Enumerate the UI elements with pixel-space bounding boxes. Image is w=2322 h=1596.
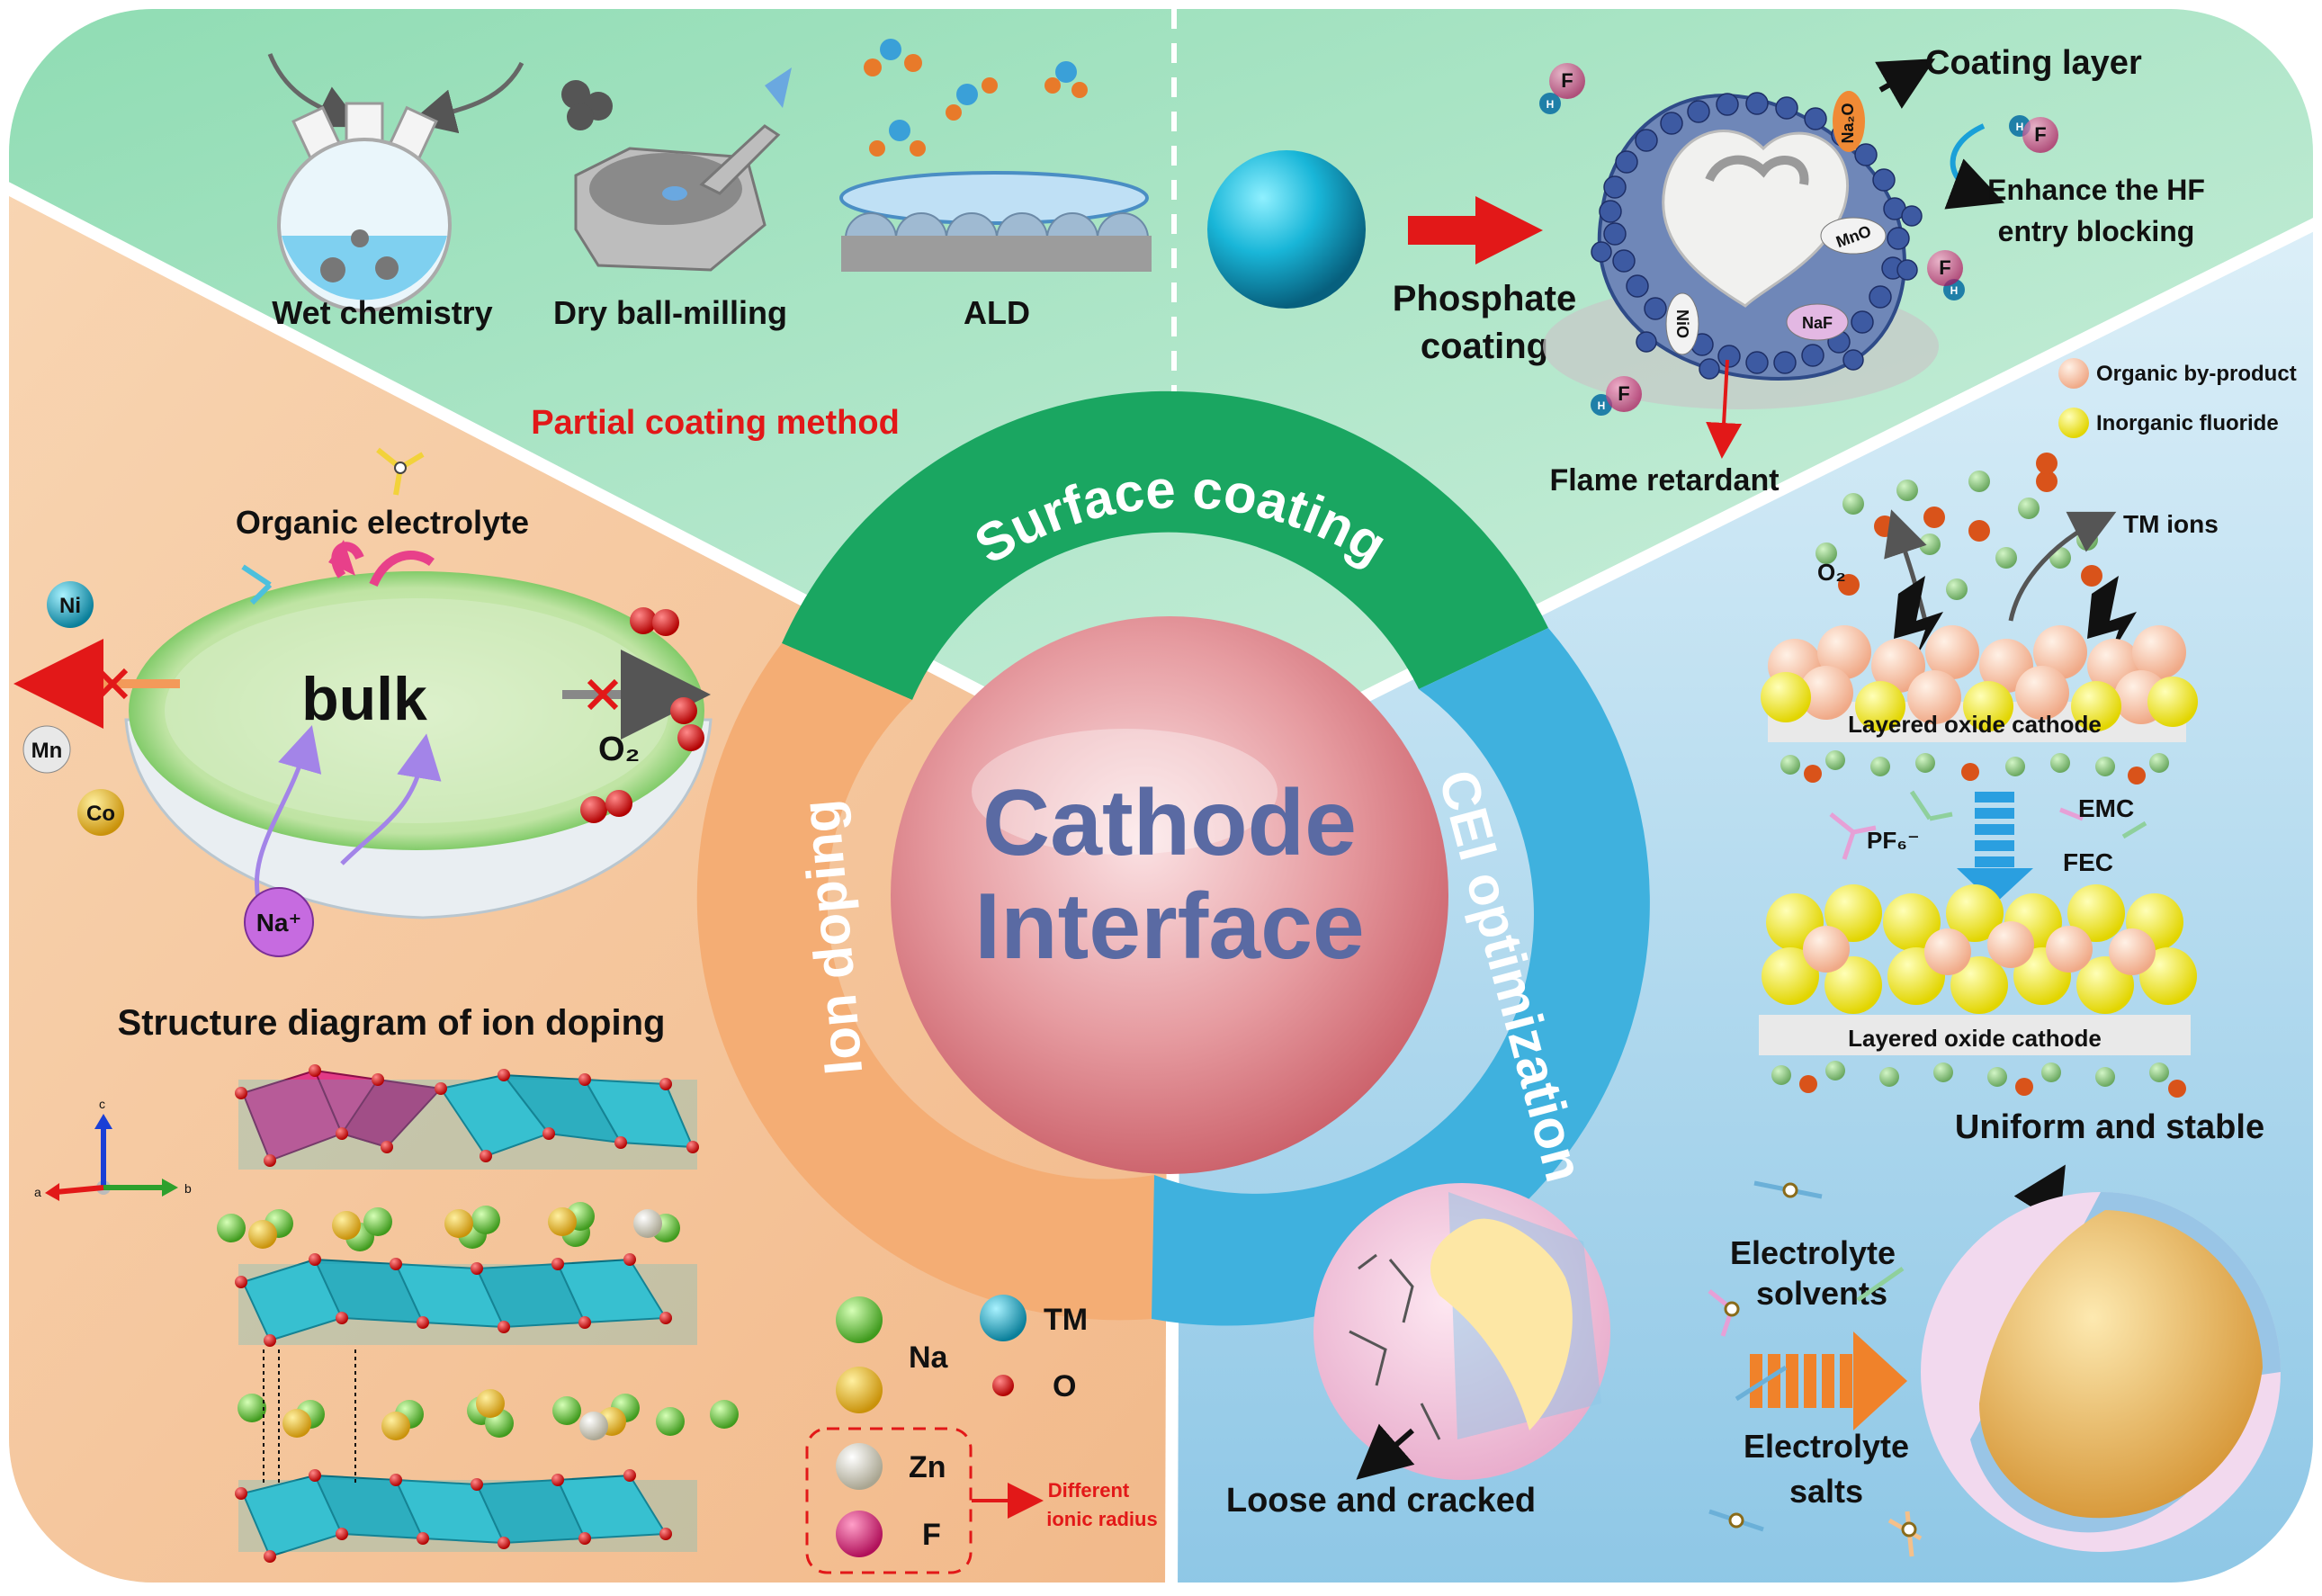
electrolyte-additives: [1829, 790, 2147, 860]
flame-retardant-arrow: [1706, 359, 1743, 459]
uniform-sphere: [1921, 1192, 2281, 1552]
method-dry-ball-milling: Dry ball-milling: [553, 294, 787, 331]
svg-text:c: c: [99, 1097, 105, 1111]
solvent-to-sphere-arrow: [1750, 1331, 1907, 1430]
phosphate-coating-line1: Phosphate: [1393, 279, 1576, 318]
blocked-left-arrow: [13, 639, 180, 729]
co-ion: Co: [77, 789, 124, 836]
flame-retardant-label: Flame retardant: [1549, 463, 1779, 498]
center-sphere: [891, 616, 1448, 1174]
pf6-label: PF₆⁻: [1867, 827, 1920, 854]
center-title-line2: Interface: [974, 874, 1365, 979]
svg-text:O: O: [1053, 1369, 1076, 1403]
svg-text:TM: TM: [1044, 1303, 1088, 1337]
hf-blocking-line2: entry blocking: [1998, 215, 2195, 247]
svg-text:F: F: [1561, 69, 1573, 92]
organic-electrolyte-label: Organic electrolyte: [236, 504, 529, 541]
svg-text:Mn: Mn: [31, 739, 63, 763]
layered-cathode-bottom: [1759, 884, 2197, 1098]
o2-label-cei: O₂: [1817, 559, 1846, 586]
mn-ion: Mn: [22, 725, 71, 774]
coating-layer-arrow: [1875, 58, 1936, 109]
loose-cracked-label: Loose and cracked: [1226, 1482, 1536, 1520]
blocked-right-arrow: [562, 650, 711, 740]
phosphate-coating-line2: coating: [1421, 327, 1548, 366]
center-title-line1: Cathode: [982, 771, 1357, 875]
svg-text:Organic by-product: Organic by-product: [2096, 362, 2297, 386]
species-nio: NiO: [1673, 309, 1691, 338]
ring-segment-cei: [1152, 628, 1650, 1326]
svg-text:a: a: [34, 1185, 41, 1199]
bulk-label: bulk: [301, 665, 427, 733]
svg-text:Zn: Zn: [909, 1450, 946, 1484]
emc-label: EMC: [2078, 794, 2134, 822]
released-species: [1815, 453, 2137, 657]
coated-particle-cutaway: Na₂O MnO NiO NaF: [1543, 91, 1939, 409]
loose-arrow: [1356, 1423, 1415, 1480]
solvents-line1: Electrolyte: [1730, 1234, 1896, 1271]
ni-ion: Ni: [47, 581, 94, 628]
svg-text:Na⁺: Na⁺: [256, 909, 302, 937]
ald-substrate: [839, 39, 1152, 272]
salts-line2: salts: [1789, 1473, 1863, 1510]
svg-text:F: F: [922, 1518, 941, 1552]
ball-mill-mortar: [561, 67, 792, 272]
center-ring: Surface coating Ion doping CEI optimizat…: [696, 390, 1650, 1326]
hf-molecule-3: H F: [1927, 250, 1965, 300]
svg-text:H: H: [2016, 121, 2024, 133]
species-naf: NaF: [1802, 314, 1833, 332]
fec-label: FEC: [2063, 848, 2113, 876]
uniform-stable-label: Uniform and stable: [1955, 1108, 2264, 1146]
hf-molecule-1: H F: [1539, 63, 1585, 114]
svg-text:H: H: [1950, 284, 1959, 297]
svg-text:H: H: [1598, 399, 1606, 412]
coating-arrow: [1408, 196, 1543, 265]
svg-text:b: b: [184, 1181, 192, 1196]
crystal-axes: c b a: [34, 1097, 192, 1201]
transformation-arrow: [1957, 792, 2033, 904]
cei-legend: Organic by-product Inorganic fluoride: [2058, 358, 2297, 438]
layered-cathode-label-2: Layered oxide cathode: [1848, 1025, 2102, 1052]
layered-cathode-top: [1761, 625, 2198, 785]
ring-segment-surface-coating: [782, 390, 1548, 700]
wet-chemistry-flask: [267, 53, 524, 312]
cracked-sphere: [1313, 1183, 1610, 1480]
hf-blocking-line1: Enhance the HF: [1987, 174, 2205, 206]
svg-text:F: F: [1618, 382, 1629, 405]
crystal-structure: [217, 1064, 739, 1563]
method-wet-chemistry: Wet chemistry: [272, 294, 492, 331]
species-na2o: Na₂O: [1839, 103, 1857, 143]
cei-molecule-icons: [1708, 1180, 1923, 1557]
hf-block-curved-arrow: [1944, 123, 2005, 210]
na-insertion-arrows: [254, 724, 442, 910]
ion-legend: Na TM O Zn F Different ionic radius: [805, 1295, 1158, 1574]
hf-molecule-2: H F: [2009, 115, 2058, 153]
layered-cathode-label-1: Layered oxide cathode: [1848, 711, 2102, 738]
electrolyte-curved-arrows: [328, 540, 435, 587]
salts-line1: Electrolyte: [1744, 1428, 1909, 1465]
svg-text:Ni: Ni: [59, 594, 81, 618]
na-plus-ion: Na⁺: [244, 887, 314, 957]
svg-text:H: H: [1547, 98, 1555, 111]
svg-text:Na: Na: [909, 1340, 949, 1375]
svg-text:F: F: [1939, 256, 1950, 279]
svg-text:Co: Co: [86, 802, 115, 826]
coating-layer-label: Coating layer: [1925, 44, 2142, 82]
ring-segment-ion-doping: [696, 643, 1154, 1321]
svg-text:F: F: [2034, 123, 2046, 146]
uncoated-particle: [1207, 150, 1366, 309]
hf-molecule-4: H F: [1591, 376, 1642, 416]
o2-label-bulk: O₂: [598, 731, 640, 768]
svg-text:ionic radius: ionic radius: [1046, 1508, 1157, 1530]
tm-ions-label: TM ions: [2123, 510, 2219, 538]
solvent-molecule-icon: [241, 447, 425, 605]
method-ald: ALD: [964, 294, 1030, 331]
svg-text:Inorganic fluoride: Inorganic fluoride: [2096, 411, 2279, 435]
o2-molecules: [580, 607, 704, 823]
svg-text:Different: Different: [1048, 1479, 1130, 1502]
structure-diagram-title: Structure diagram of ion doping: [118, 1003, 666, 1043]
partial-coating-method: Partial coating method: [531, 404, 900, 442]
